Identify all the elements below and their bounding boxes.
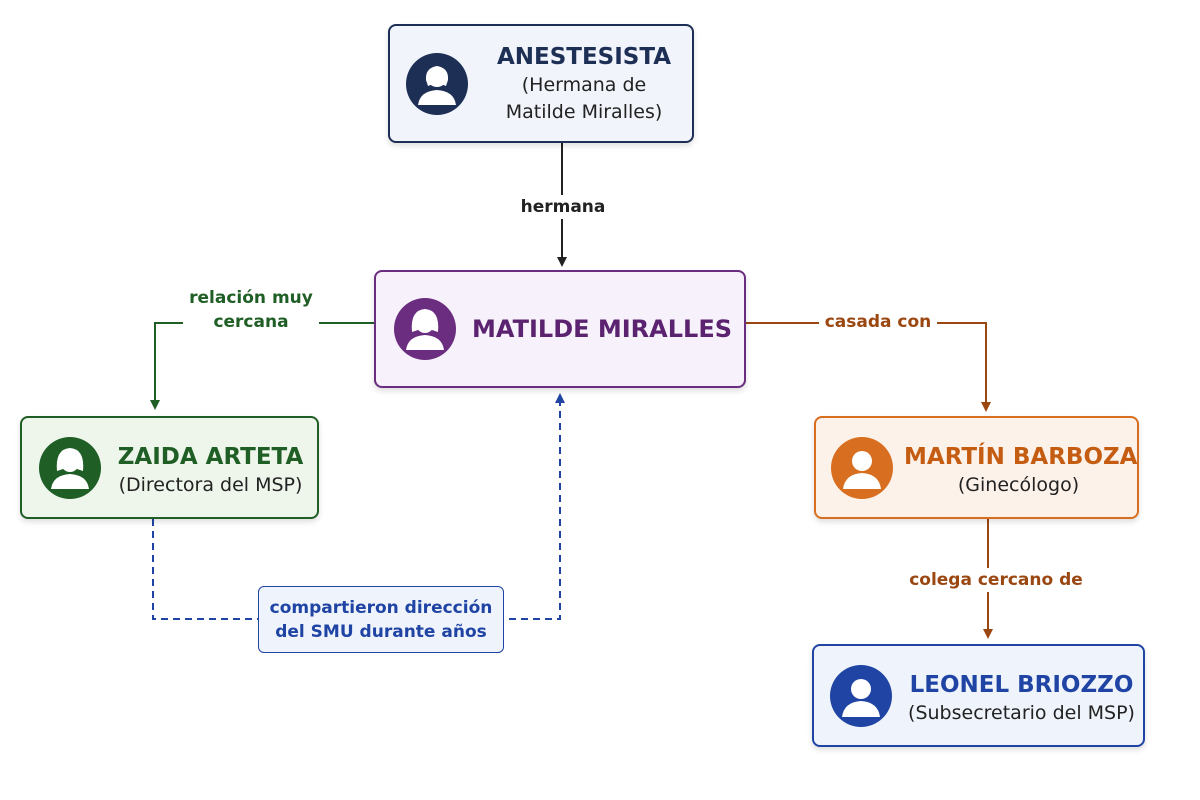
edge-label-relacion-line1: relación muy [189, 288, 313, 308]
woman-icon [394, 298, 456, 360]
woman-icon [39, 436, 101, 499]
edge-label-compartieron-line2: del SMU durante años [275, 622, 487, 642]
node-anestesista-subtitle-line2: Matilde Miralles) [505, 101, 663, 123]
edge-relacion [150, 322, 374, 410]
person-icon [406, 52, 468, 115]
node-leonel-text: LEONEL BRIOZZO (Subsecretario del MSP) [904, 670, 1139, 727]
edge-label-casada-text: casada con [824, 312, 932, 332]
edge-label-colega: colega cercano de [902, 568, 1090, 592]
edge-label-casada: casada con [819, 310, 937, 334]
node-anestesista-subtitle-line1: (Hermana de [521, 74, 647, 96]
node-matilde-text: MATILDE MIRALLES [466, 314, 738, 344]
node-martin-subtitle: (Ginecólogo) [957, 474, 1080, 496]
node-anestesista-text: ANESTESISTA (Hermana de Matilde Miralles… [482, 42, 686, 126]
man-icon [831, 436, 893, 499]
node-martin-title: MARTÍN BARBOZA [904, 444, 1138, 470]
node-leonel-subtitle: (Subsecretario del MSP) [908, 702, 1135, 724]
edge-label-relacion-line2: cercana [213, 312, 289, 332]
node-zaida-subtitle: (Directora del MSP) [118, 474, 303, 496]
node-martin-text: MARTÍN BARBOZA (Ginecólogo) [904, 442, 1138, 499]
node-leonel-briozzo: LEONEL BRIOZZO (Subsecretario del MSP) [812, 644, 1145, 747]
edge-casada [746, 322, 991, 412]
node-zaida-title: ZAIDA ARTETA [117, 444, 304, 470]
node-matilde-title: MATILDE MIRALLES [472, 315, 732, 343]
node-anestesista-title: ANESTESISTA [496, 44, 672, 70]
edge-label-compartieron-line1: compartieron dirección [269, 598, 493, 618]
edge-label-relacion: relación muy cercana [183, 286, 319, 334]
node-zaida-text: ZAIDA ARTETA (Directora del MSP) [108, 442, 313, 499]
man-icon [830, 664, 892, 727]
edge-label-compartieron: compartieron dirección del SMU durante a… [258, 586, 504, 653]
edge-label-colega-text: colega cercano de [909, 570, 1083, 590]
edge-label-hermana-text: hermana [520, 197, 606, 217]
node-zaida-arteta: ZAIDA ARTETA (Directora del MSP) [20, 416, 319, 519]
node-anestesista: ANESTESISTA (Hermana de Matilde Miralles… [388, 24, 694, 143]
node-leonel-title: LEONEL BRIOZZO [909, 672, 1134, 698]
node-martin-barboza: MARTÍN BARBOZA (Ginecólogo) [814, 416, 1139, 519]
edge-label-hermana: hermana [518, 195, 608, 219]
node-matilde-miralles: MATILDE MIRALLES [374, 270, 746, 388]
